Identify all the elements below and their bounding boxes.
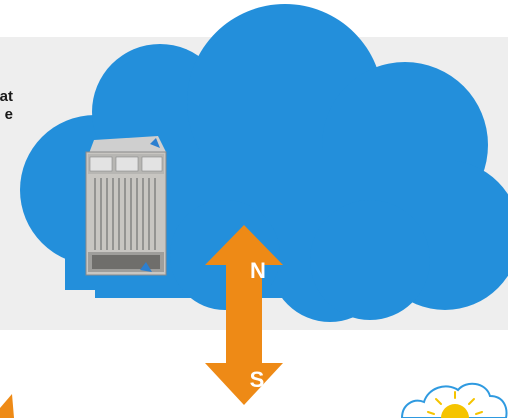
partial-arrow-left [0,394,14,418]
arrow-label-south: S [249,367,265,392]
cropped-caption-line-1: at [0,88,13,105]
sun-cloud-icon [400,382,508,418]
network-router-chassis-icon [85,136,167,276]
cropped-caption-line-2: e [4,106,13,123]
cropped-caption: at e [0,88,13,124]
arrow-label-north: N [250,258,266,283]
north-south-arrow [205,225,283,405]
